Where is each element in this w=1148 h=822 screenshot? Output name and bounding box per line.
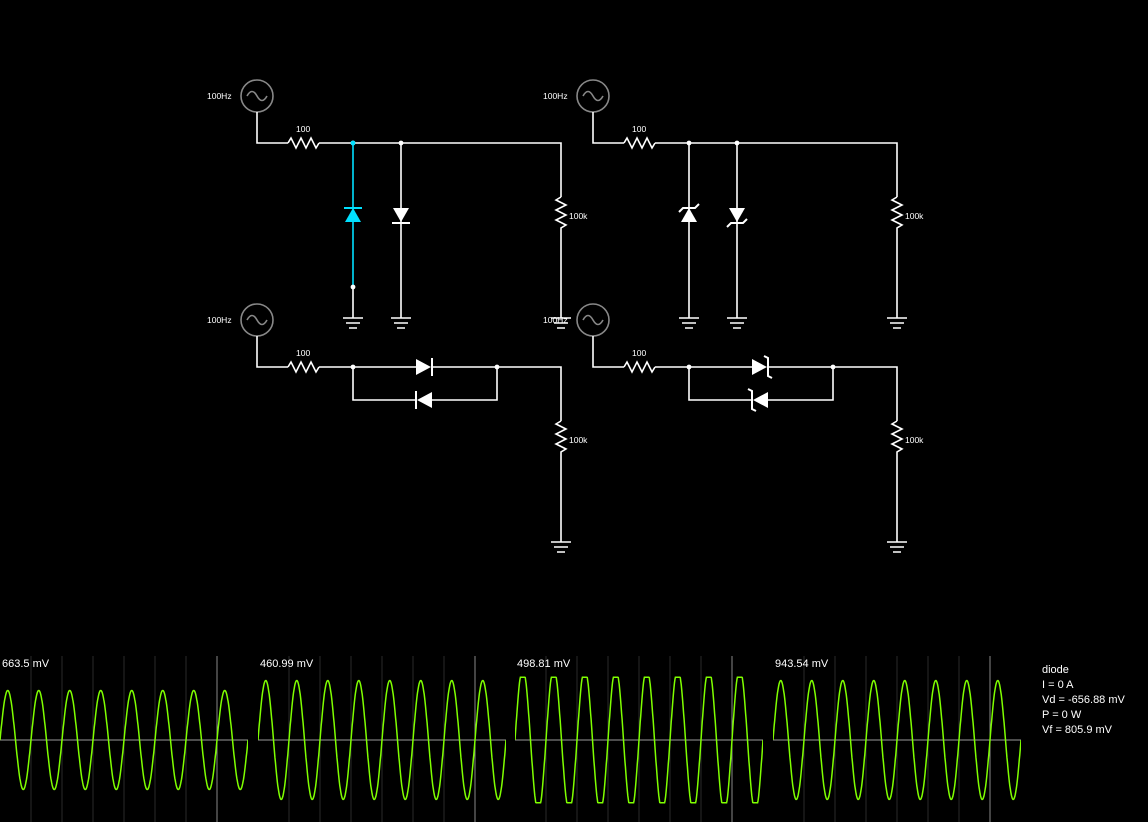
ac-source-1[interactable]: 100Hz: [207, 79, 274, 113]
scope-trace: [0, 689, 249, 791]
scope-trace: [257, 679, 507, 801]
scope-2[interactable]: 460.99 mV: [257, 656, 507, 822]
circuit-shunt-diodes: 100Hz 100: [207, 79, 588, 329]
diode-selected[interactable]: [344, 140, 362, 290]
info-power: P = 0 W: [1042, 709, 1082, 721]
info-title: diode: [1042, 664, 1069, 676]
load-3-label: 100k: [569, 435, 588, 445]
source-2-label: 100Hz: [543, 91, 568, 101]
scope-1-label: 663.5 mV: [2, 658, 50, 670]
load-1-label: 100k: [569, 211, 588, 221]
scope-trace: [772, 679, 1022, 801]
scope-3-plot: [514, 656, 764, 822]
scope-4-label: 943.54 mV: [775, 658, 829, 670]
scope-trace: [514, 676, 764, 804]
resistor-3-label: 100: [296, 348, 310, 358]
ground-2b: [727, 317, 747, 329]
zener-reverse[interactable]: [688, 367, 834, 412]
circuit-series-diodes: 100Hz 100 100k: [207, 303, 588, 553]
ground-4: [887, 541, 907, 553]
zener-1[interactable]: [678, 143, 700, 318]
load-4-label: 100k: [905, 435, 924, 445]
load-resistor-2[interactable]: 100k: [890, 196, 924, 318]
zener-2[interactable]: [726, 143, 748, 318]
scope-2-label: 460.99 mV: [260, 658, 314, 670]
load-resistor-3[interactable]: 100k: [554, 420, 588, 542]
load-resistor-4[interactable]: 100k: [890, 420, 924, 542]
load-resistor-1[interactable]: 100k: [554, 196, 588, 318]
scope-3[interactable]: 498.81 mV: [514, 656, 764, 822]
circuit-series-zeners: 100Hz 100 100k: [543, 303, 924, 553]
scope-2-plot: [257, 656, 507, 822]
load-2-label: 100k: [905, 211, 924, 221]
element-info-panel: diode I = 0 A Vd = -656.88 mV P = 0 W Vf…: [1042, 663, 1125, 738]
circuit-shunt-zeners: 100Hz 100: [543, 79, 924, 329]
source-3-label: 100Hz: [207, 315, 232, 325]
resistor-2[interactable]: 100: [623, 124, 656, 150]
diode-forward[interactable]: [353, 358, 497, 376]
scope-4-plot: [772, 656, 1022, 822]
scope-1[interactable]: 663.5 mV: [0, 656, 249, 822]
info-vd: Vd = -656.88 mV: [1042, 694, 1125, 706]
ground-2a: [679, 317, 699, 329]
zener-forward[interactable]: [689, 355, 833, 379]
circuit-canvas[interactable]: 100Hz 100: [0, 0, 1148, 640]
ac-source-4[interactable]: 100Hz: [543, 303, 610, 337]
scope-4[interactable]: 943.54 mV: [772, 656, 1022, 822]
scope-1-plot: [0, 656, 249, 822]
resistor-4[interactable]: 100: [623, 348, 656, 374]
ground-2c: [887, 317, 907, 329]
ground-1c: [551, 317, 571, 329]
ground-3: [551, 541, 571, 553]
diode-reverse[interactable]: [352, 367, 498, 409]
resistor-4-label: 100: [632, 348, 646, 358]
resistor-3[interactable]: 100: [287, 348, 320, 374]
info-current: I = 0 A: [1042, 679, 1074, 691]
ac-source-2[interactable]: 100Hz: [543, 79, 610, 113]
source-1-label: 100Hz: [207, 91, 232, 101]
info-vf: Vf = 805.9 mV: [1042, 724, 1113, 736]
resistor-1-label: 100: [296, 124, 310, 134]
resistor-2-label: 100: [632, 124, 646, 134]
resistor-1[interactable]: 100: [287, 124, 320, 150]
scope-3-label: 498.81 mV: [517, 658, 571, 670]
source-4-label: 100Hz: [543, 315, 568, 325]
diode-2[interactable]: [392, 143, 410, 318]
ac-source-3[interactable]: 100Hz: [207, 303, 274, 337]
ground-1b: [391, 317, 411, 329]
ground-1a: [343, 317, 363, 329]
